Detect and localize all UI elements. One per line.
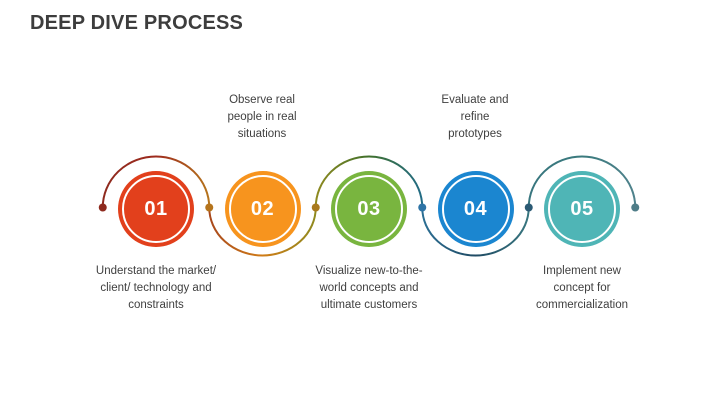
step-number-03: 03 xyxy=(357,197,381,220)
connector-dot xyxy=(98,203,107,212)
arc-segment-5 xyxy=(527,155,637,208)
connector-dot xyxy=(631,203,640,212)
connector-dot xyxy=(205,203,214,212)
step-number-04: 04 xyxy=(463,197,488,220)
step-circle-02: 02 xyxy=(224,171,301,247)
arc-segment-3 xyxy=(314,155,424,208)
step-circle-04: 04 xyxy=(437,171,514,247)
arc-segment-4 xyxy=(421,207,530,257)
arc-segment-1 xyxy=(101,155,211,208)
connector-dot xyxy=(311,203,320,212)
step-label-04: Evaluate and refine prototypes xyxy=(441,94,509,140)
arc-segment-2 xyxy=(208,207,317,257)
step-label-02: Observe real people in real situations xyxy=(227,94,297,140)
step-label-03: Visualize new-to-the- world concepts and… xyxy=(315,265,423,311)
step-label-01: Understand the market/ client/ technolog… xyxy=(95,265,217,311)
step-number-01: 01 xyxy=(144,197,168,220)
step-label-05: Implement new concept for commercializat… xyxy=(535,265,629,311)
page-title: DEEP DIVE PROCESS xyxy=(30,12,244,34)
step-number-02: 02 xyxy=(250,197,275,220)
step-circle-05: 05 xyxy=(544,171,620,247)
step-number-05: 05 xyxy=(570,197,594,220)
connector-dot xyxy=(418,203,427,212)
step-circle-03: 03 xyxy=(331,171,407,247)
step-circle-01: 01 xyxy=(118,171,194,247)
connector-dot xyxy=(524,203,533,212)
